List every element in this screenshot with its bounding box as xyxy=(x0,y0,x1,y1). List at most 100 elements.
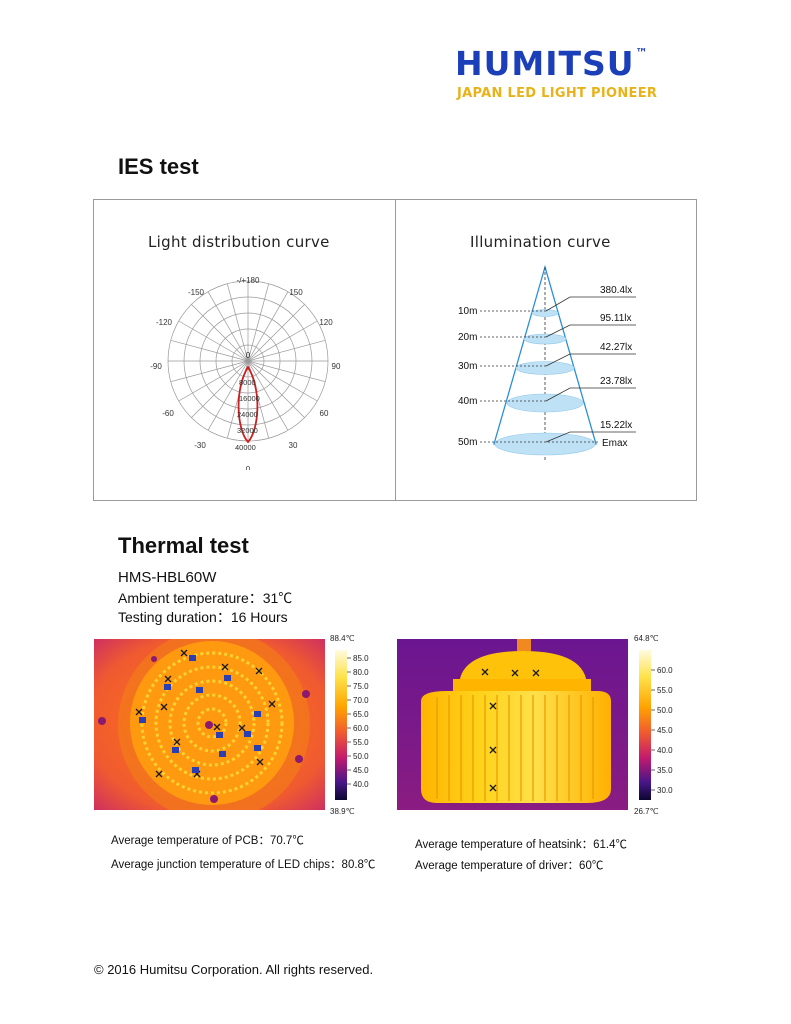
angle-label-90: 90 xyxy=(332,362,341,371)
light-disc-40m xyxy=(506,393,584,413)
lux-label-50m: 15.22lx xyxy=(600,420,632,431)
caption-junction-temperature: Average junction temperature of LED chip… xyxy=(111,859,376,871)
copyright-footer: © 2016 Humitsu Corporation. All rights r… xyxy=(94,962,374,977)
pcb-tick-70: 70.0 xyxy=(353,696,369,705)
luminaire-heatsink xyxy=(421,691,611,803)
caption-heatsink-temperature: Average temperature of heatsink：61.4℃ xyxy=(415,839,628,851)
angle-label-60: 60 xyxy=(320,409,329,418)
radial-label-24000: 24000 xyxy=(237,410,258,419)
luminaire-hook xyxy=(517,639,531,651)
pcb-tick-50: 50.0 xyxy=(353,752,369,761)
angle-label-120: 120 xyxy=(319,318,333,327)
polar-spoke xyxy=(247,320,318,362)
distance-label-50m: 50m xyxy=(458,437,477,448)
radial-label-8000: 8000 xyxy=(239,378,256,387)
pcb-tick-85: 85.0 xyxy=(353,654,369,663)
luminaire-scale-ticks xyxy=(651,669,655,791)
angle-label-180: -/+180 xyxy=(237,276,260,285)
pcb-mounting-holes xyxy=(98,656,310,803)
pcb-scale-bar xyxy=(335,650,347,800)
led-chip-rings xyxy=(140,651,284,795)
luminaire-tick-50: 50.0 xyxy=(657,706,673,715)
light-distribution-diagram: -/+180 -150 150 -120 120 -90 90 -60 60 -… xyxy=(150,276,341,470)
polar-spoke xyxy=(170,360,249,383)
angle-label-0: 0 xyxy=(246,465,251,470)
testing-duration: Testing duration：16 Hours xyxy=(118,609,288,625)
lux-label-10m: 380.4lx xyxy=(600,285,632,296)
pcb-tick-75: 75.0 xyxy=(353,682,369,691)
polar-spoke xyxy=(247,360,326,383)
polar-spoke xyxy=(247,360,305,418)
brand-name: HUMITSU xyxy=(455,44,635,83)
pcb-scale-ticks xyxy=(347,657,351,785)
luminaire-driver-dome xyxy=(459,651,587,687)
light-disc-10m xyxy=(531,309,559,317)
polar-spoke xyxy=(247,291,289,362)
pcb-tick-55: 55.0 xyxy=(353,738,369,747)
angle-label-neg30: -30 xyxy=(194,441,206,450)
ambient-temperature: Ambient temperature：31℃ xyxy=(118,590,293,606)
light-disc-20m xyxy=(523,333,567,345)
radial-label-40000: 40000 xyxy=(235,443,256,452)
luminaire-scale-bar xyxy=(639,650,651,800)
luminaire-scale-max: 64.8℃ xyxy=(634,634,659,643)
angle-label-neg120: -120 xyxy=(156,318,173,327)
luminaire-tick-60: 60.0 xyxy=(657,666,673,675)
luminaire-tick-30: 30.0 xyxy=(657,786,673,795)
measurement-markers xyxy=(135,649,276,778)
pcb-tick-45: 45.0 xyxy=(353,766,369,775)
luminaire-temperature-scale: 64.8℃ 60.0 55.0 50.0 45.0 40.0 35.0 30.0… xyxy=(634,634,673,816)
polar-spoke xyxy=(191,360,249,418)
angle-label-neg90: -90 xyxy=(150,362,162,371)
luminaire-collar xyxy=(453,679,591,693)
polar-spoke xyxy=(226,283,249,362)
light-disc-30m xyxy=(515,361,575,375)
model-number: HMS-HBL60W xyxy=(118,569,217,586)
distance-label-40m: 40m xyxy=(458,396,477,407)
illumination-title: Illumination curve xyxy=(470,233,611,251)
caption-pcb-temperature: Average temperature of PCB：70.7℃ xyxy=(111,835,304,847)
polar-spoke xyxy=(191,304,249,362)
thermal-title: Thermal test xyxy=(118,533,249,558)
distribution-curve xyxy=(237,365,259,444)
polar-spoke xyxy=(178,320,249,362)
luminaire-tick-55: 55.0 xyxy=(657,686,673,695)
polar-spoke xyxy=(207,291,249,362)
angle-label-30: 30 xyxy=(289,441,298,450)
polar-spoke xyxy=(207,360,249,431)
heatsink-fins xyxy=(436,695,594,801)
light-distribution-title: Light distribution curve xyxy=(148,233,330,251)
radial-label-16000: 16000 xyxy=(239,394,260,403)
distance-label-10m: 10m xyxy=(458,306,477,317)
illumination-diagram: 10m 20m 30m 40m 50m 380.4lx 95.11lx 42.2… xyxy=(458,264,636,460)
pcb-scale-min: 38.9℃ xyxy=(330,807,355,816)
luminaire-thermal-image xyxy=(397,639,628,810)
polar-spoke xyxy=(247,304,305,362)
polar-spoke xyxy=(247,360,318,402)
pcb-thermal-image xyxy=(94,639,325,810)
luminaire-tick-45: 45.0 xyxy=(657,726,673,735)
radial-label-32000: 32000 xyxy=(237,426,258,435)
distance-label-20m: 20m xyxy=(458,332,477,343)
brand-logo: HUMITSU™ xyxy=(455,44,649,83)
polar-spoke xyxy=(247,360,289,431)
pcb-tick-60: 60.0 xyxy=(353,724,369,733)
brand-tagline: JAPAN LED LIGHT PIONEER xyxy=(457,86,658,101)
luminaire-scale-min: 26.7℃ xyxy=(634,807,659,816)
brand-tm: ™ xyxy=(635,46,649,60)
lux-label-40m: 23.78lx xyxy=(600,376,632,387)
pcb-tick-40: 40.0 xyxy=(353,780,369,789)
luminaire-tick-40: 40.0 xyxy=(657,746,673,755)
ies-panel-divider xyxy=(395,199,396,501)
luminaire-tick-35: 35.0 xyxy=(657,766,673,775)
distance-label-30m: 30m xyxy=(458,361,477,372)
emax-label: Emax xyxy=(602,438,628,449)
pcb-scale-max: 88.4℃ xyxy=(330,634,355,643)
ies-title: IES test xyxy=(118,154,199,179)
polar-spoke xyxy=(170,339,249,362)
distance-guides xyxy=(480,310,600,443)
caption-driver-temperature: Average temperature of driver：60℃ xyxy=(415,860,604,872)
polar-spoke xyxy=(178,360,249,402)
measurement-tags xyxy=(139,655,261,773)
angle-label-neg60: -60 xyxy=(162,409,174,418)
